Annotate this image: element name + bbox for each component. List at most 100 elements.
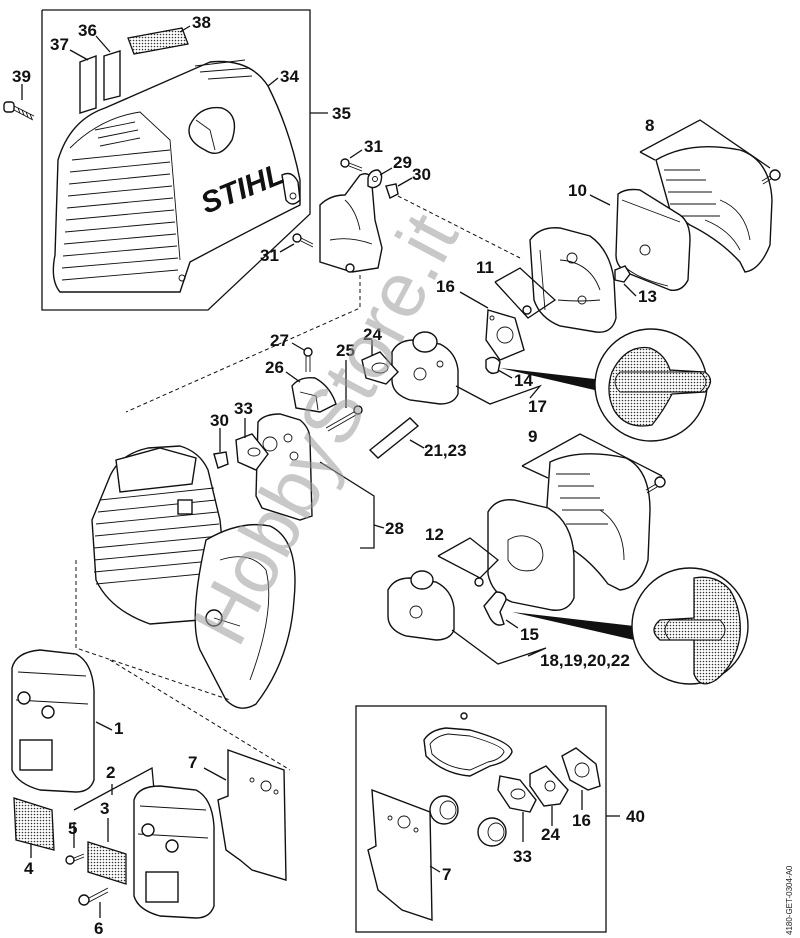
choke-14[interactable] [485, 356, 501, 375]
oil-seal-a[interactable] [429, 795, 459, 825]
filter-gasket-40[interactable] [423, 727, 513, 777]
nut-13[interactable] [614, 265, 631, 283]
sticker-37[interactable] [79, 54, 97, 114]
callout-31-bottom[interactable]: 31 [260, 246, 279, 265]
callout-5[interactable]: 5 [68, 819, 77, 838]
callout-17[interactable]: 17 [528, 397, 547, 416]
callout-33-bottom[interactable]: 33 [513, 847, 532, 866]
leader-1 [95, 721, 113, 731]
spark-screen-3[interactable] [87, 841, 127, 885]
intake-flange-28[interactable] [255, 413, 313, 521]
gasket-24[interactable] [361, 351, 399, 385]
callout-7-bottom[interactable]: 7 [442, 865, 451, 884]
screw-31-bottom[interactable] [292, 233, 314, 248]
callout-30-top[interactable]: 30 [412, 165, 431, 184]
callout-10[interactable]: 10 [568, 181, 587, 200]
screw-9[interactable] [645, 476, 666, 494]
gasket-33[interactable] [235, 433, 269, 471]
oil-seal-b[interactable] [477, 817, 507, 847]
callout-33-top[interactable]: 33 [234, 399, 253, 418]
callout-30-bottom[interactable]: 30 [210, 411, 229, 430]
callout-25[interactable]: 25 [336, 341, 355, 360]
callout-35[interactable]: 35 [332, 104, 351, 123]
leader-9 [521, 465, 549, 479]
screw-27[interactable] [303, 347, 313, 372]
nut-11[interactable] [522, 305, 532, 315]
callout-2[interactable]: 2 [106, 763, 115, 782]
callout-38[interactable]: 38 [192, 13, 211, 32]
callout-26[interactable]: 26 [265, 358, 284, 377]
screw-31-top[interactable] [340, 158, 363, 172]
callout-3[interactable]: 3 [100, 799, 109, 818]
callout-37[interactable]: 37 [50, 35, 69, 54]
leader-30-top [397, 177, 413, 187]
callout-13[interactable]: 13 [638, 287, 657, 306]
screw-8[interactable] [761, 169, 781, 185]
callout-24-top[interactable]: 24 [363, 325, 382, 344]
leader-12-bracket [437, 537, 499, 579]
gasket-24-kit[interactable] [529, 765, 569, 807]
callout-16-top[interactable]: 16 [436, 277, 455, 296]
callout-16-bottom[interactable]: 16 [572, 811, 591, 830]
carburetor-18-22[interactable] [387, 570, 455, 641]
air-filter-label-38[interactable] [127, 27, 189, 55]
callout-34[interactable]: 34 [280, 67, 299, 86]
gasket-16-kit[interactable] [561, 747, 601, 791]
callout-28[interactable]: 28 [385, 519, 404, 538]
callout-1[interactable]: 1 [114, 719, 123, 738]
callout-15[interactable]: 15 [520, 625, 539, 644]
gasket-16[interactable] [485, 309, 525, 361]
callout-40[interactable]: 40 [626, 807, 645, 826]
intake-tube-21-23[interactable] [368, 417, 420, 459]
air-filter-cover-8[interactable] [655, 146, 773, 273]
carburetor-17[interactable] [391, 331, 459, 405]
callout-4[interactable]: 4 [24, 859, 34, 878]
screw-5[interactable] [65, 853, 85, 865]
callout-27[interactable]: 27 [270, 331, 289, 350]
callout-31-top[interactable]: 31 [364, 137, 383, 156]
screw-39[interactable] [3, 101, 35, 121]
spark-screen-4[interactable] [13, 797, 55, 851]
gasket-set-frame [355, 705, 607, 933]
callout-18-22[interactable]: 18,19,20,22 [540, 651, 630, 670]
leader-14 [497, 369, 513, 379]
leader-17-bracket [455, 384, 543, 405]
air-filter-10[interactable] [615, 188, 691, 291]
gasket-33-kit[interactable] [497, 775, 537, 813]
throttle-bracket[interactable] [319, 173, 383, 273]
oring-40[interactable] [460, 712, 468, 720]
callout-12[interactable]: 12 [425, 525, 444, 544]
screw-25[interactable] [325, 405, 363, 432]
callout-8[interactable]: 8 [645, 116, 654, 135]
callout-7-top[interactable]: 7 [188, 753, 197, 772]
callout-21-23[interactable]: 21,23 [424, 441, 467, 460]
choke-15[interactable] [483, 591, 507, 626]
sticker-36[interactable] [103, 50, 121, 101]
muffler-gasket-7[interactable] [217, 749, 287, 881]
leader-13 [623, 283, 637, 297]
shroud-kit-frame [41, 9, 311, 311]
callout-36[interactable]: 36 [78, 21, 97, 40]
callout-9[interactable]: 9 [528, 427, 537, 446]
air-filter-cover-9[interactable] [545, 453, 651, 591]
screw-6[interactable] [78, 887, 109, 906]
nut-12[interactable] [474, 577, 484, 587]
callout-24-bottom[interactable]: 24 [541, 825, 560, 844]
muffler-2[interactable] [133, 785, 215, 919]
nut-30-top[interactable] [385, 183, 399, 199]
muffler-gasket-7-kit[interactable] [367, 788, 433, 921]
air-filter-base-11[interactable] [529, 227, 617, 333]
callout-11[interactable]: 11 [476, 258, 494, 277]
callout-14[interactable]: 14 [514, 371, 533, 390]
nut-30-bottom[interactable] [213, 451, 229, 469]
leader-8-bracket [639, 119, 771, 169]
leader-31-top [349, 149, 363, 159]
lever-29[interactable] [367, 169, 383, 189]
gasket-set-group: 40 33 24 16 [355, 705, 645, 933]
engine-block[interactable] [91, 445, 296, 709]
engine-shroud[interactable] [52, 59, 301, 293]
muffler-1[interactable] [11, 649, 95, 793]
callout-29[interactable]: 29 [393, 153, 412, 172]
callout-6[interactable]: 6 [94, 919, 103, 938]
callout-39[interactable]: 39 [12, 67, 31, 86]
